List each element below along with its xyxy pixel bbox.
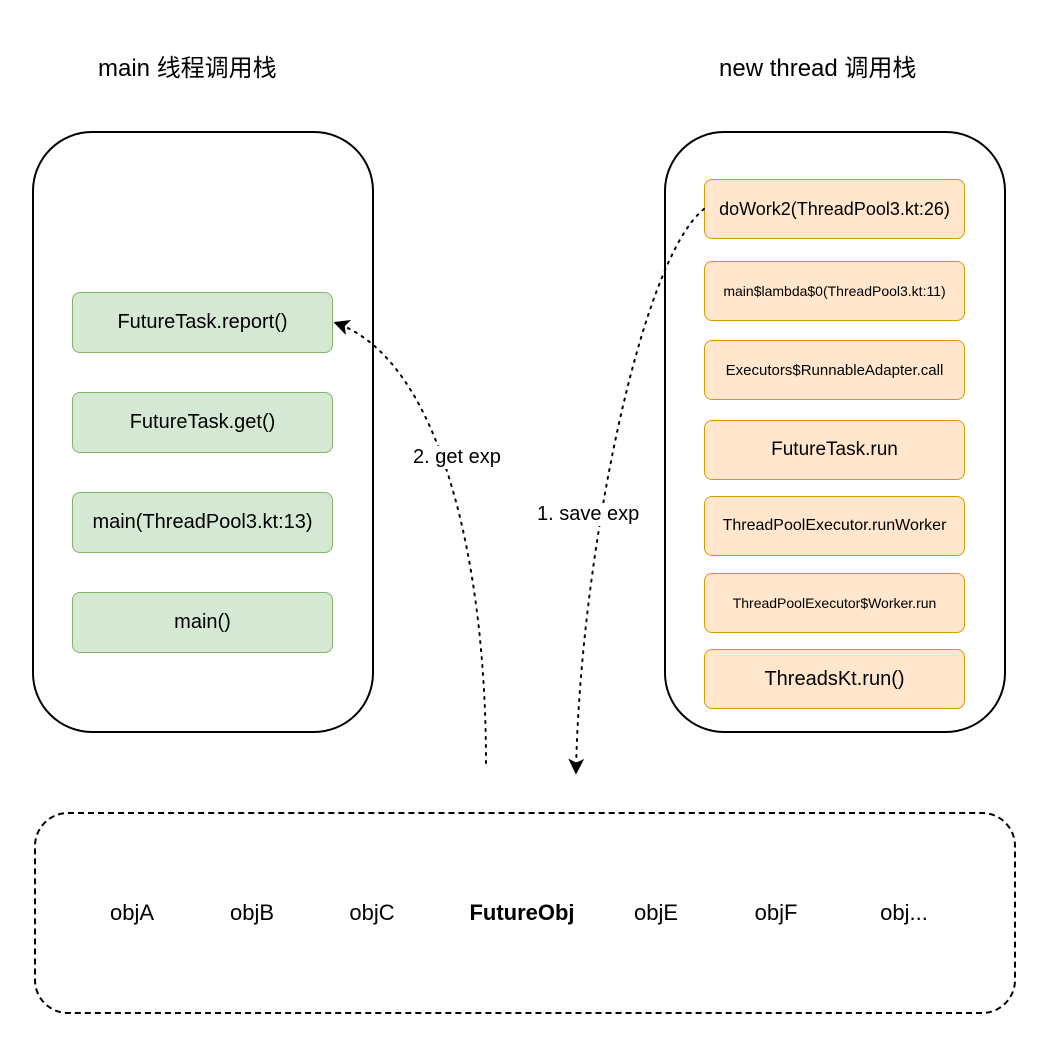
main-frame-report: FutureTask.report() bbox=[72, 292, 333, 353]
main-stack-title: main 线程调用栈 bbox=[98, 55, 277, 82]
get-exp-arrow bbox=[333, 319, 487, 764]
thread-frame-lambda: main$lambda$0(ThreadPool3.kt:11) bbox=[704, 261, 965, 321]
main-frame-main-kt: main(ThreadPool3.kt:13) bbox=[72, 492, 333, 553]
thread-frame-futuretask-run: FutureTask.run bbox=[704, 420, 965, 480]
thread-frame-dowork2: doWork2(ThreadPool3.kt:26) bbox=[704, 179, 965, 239]
thread-frame-worker-run: ThreadPoolExecutor$Worker.run bbox=[704, 573, 965, 633]
heap-object-future: FutureObj bbox=[469, 900, 575, 925]
thread-frame-runworker: ThreadPoolExecutor.runWorker bbox=[704, 496, 965, 556]
thread-frame-adapter-call: Executors$RunnableAdapter.call bbox=[704, 340, 965, 400]
get-exp-label: 2. get exp bbox=[413, 446, 501, 469]
heap-object-e: objE bbox=[633, 900, 679, 925]
heap-object-more: obj... bbox=[880, 900, 928, 925]
thread-stack-title: new thread 调用栈 bbox=[719, 55, 917, 82]
heap-object-a: objA bbox=[109, 900, 155, 925]
heap-object-b: objB bbox=[229, 900, 275, 925]
heap-object-f: objF bbox=[754, 900, 798, 925]
heap-container bbox=[34, 812, 1016, 1014]
main-frame-get: FutureTask.get() bbox=[72, 392, 333, 453]
thread-frame-threadskt-run: ThreadsKt.run() bbox=[704, 649, 965, 709]
main-frame-main: main() bbox=[72, 592, 333, 653]
save-exp-label: 1. save exp bbox=[537, 503, 640, 526]
heap-object-c: objC bbox=[349, 900, 395, 925]
save-exp-arrow bbox=[568, 208, 705, 775]
